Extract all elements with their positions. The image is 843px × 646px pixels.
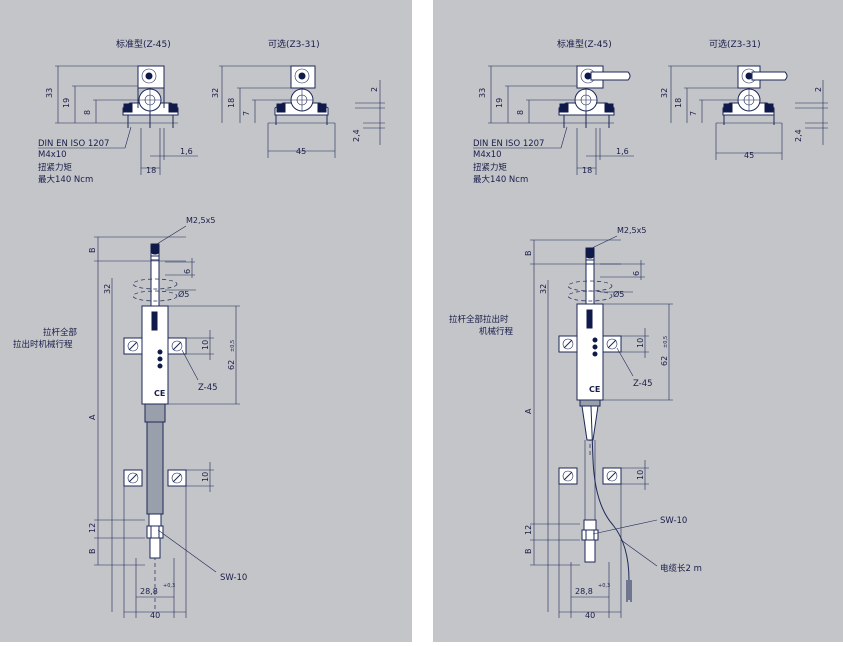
screw-label: M4x10 xyxy=(473,150,502,160)
title-optional: 可选(Z3-31) xyxy=(709,38,761,50)
dim-32-label: 32 xyxy=(660,88,669,98)
dim-62-label: 62 xyxy=(227,360,236,370)
torque-label: 扭紧力矩 xyxy=(38,162,73,173)
dia-5-label: Ø5 xyxy=(613,289,624,299)
dim-18-label: 18 xyxy=(146,166,156,175)
dim-45-label: 45 xyxy=(744,151,754,160)
dim-10b-label: 10 xyxy=(201,472,210,482)
clamp-label: Z-45 xyxy=(633,379,653,389)
dim-16-label: 1,6 xyxy=(180,147,193,156)
dim-8-label: 8 xyxy=(83,110,92,115)
clamp-label: Z-45 xyxy=(198,383,218,393)
dim-40-label: 40 xyxy=(150,611,160,620)
dia-5-label: Ø5 xyxy=(178,289,189,299)
din-standard-label: DIN EN ISO 1207 xyxy=(38,139,109,149)
pull-label-2: 拉出时机械行程 xyxy=(13,339,73,350)
dim-18b-label: 18 xyxy=(227,98,236,108)
dim-24-label: 2,4 xyxy=(794,129,803,142)
din-standard-label: DIN EN ISO 1207 xyxy=(473,139,544,149)
dim-12-label: 12 xyxy=(524,525,533,535)
dim-6-label: 6 xyxy=(183,269,192,274)
dim-2-label: 2 xyxy=(370,87,379,92)
dim-6-label: 6 xyxy=(632,271,641,276)
dim-a-label: A xyxy=(88,414,97,420)
svg-text:CE: CE xyxy=(154,389,165,398)
dim-19-label: 19 xyxy=(495,98,504,108)
pull-label-2: 机械行程 xyxy=(479,326,514,337)
tol-62-label: ±0,5 xyxy=(663,336,669,348)
right-drawing-panel: 标准型(Z-45) 可选(Z3-31) 33 19 8 18 1,6 xyxy=(433,0,843,642)
dim-19-label: 19 xyxy=(62,98,71,108)
standard-clamp-view: 33 19 8 18 1,6 DIN EN ISO 1207 M4x10 扭紧力… xyxy=(473,65,634,185)
dim-18-label: 18 xyxy=(582,166,592,175)
tol-288-label: +0,3 xyxy=(598,583,610,589)
dim-b-bottom-label: B xyxy=(88,549,97,555)
wrench-label: SW-10 xyxy=(660,516,687,526)
dim-288-label: 28,8 xyxy=(575,587,593,596)
dim-24-label: 2,4 xyxy=(352,129,361,142)
right-drawing-svg: 标准型(Z-45) 可选(Z3-31) 33 19 8 18 1,6 xyxy=(449,38,828,620)
dim-288-label: 28,8 xyxy=(140,587,158,596)
tol-62-label: ±0,5 xyxy=(230,340,236,352)
dim-8-label: 8 xyxy=(516,110,525,115)
cable-length-label: 电缆长2 m xyxy=(660,563,702,574)
dim-a-label: A xyxy=(524,408,533,414)
dim-32-label: 32 xyxy=(211,88,220,98)
thread-label: M2,5x5 xyxy=(186,216,215,225)
dim-10a-label: 10 xyxy=(201,340,210,350)
pull-label-1: 拉杆全部拉出时 xyxy=(449,314,509,325)
screw-label: M4x10 xyxy=(38,150,67,160)
torque-max-label: 最大140 Ncm xyxy=(473,174,528,185)
dim-7-label: 7 xyxy=(689,111,698,116)
left-drawing-svg: 标准型(Z-45) 可选(Z3-31) 33 19 8 xyxy=(13,38,385,620)
dim-b-bottom-label: B xyxy=(524,549,533,555)
tol-288-label: +0,3 xyxy=(163,583,175,589)
dim-32-side-label: 32 xyxy=(103,284,112,294)
dim-10a-label: 10 xyxy=(636,338,645,348)
dim-b-top-label: B xyxy=(524,251,533,257)
title-optional: 可选(Z3-31) xyxy=(268,38,320,50)
sensor-main-view: CE B A xyxy=(13,216,247,620)
dim-62-label: 62 xyxy=(660,356,669,366)
svg-text:CE: CE xyxy=(589,385,600,394)
dim-b-top-label: B xyxy=(88,248,97,254)
dim-40-label: 40 xyxy=(585,611,595,620)
dim-33-label: 33 xyxy=(45,88,54,98)
left-drawing-panel: 标准型(Z-45) 可选(Z3-31) 33 19 8 xyxy=(0,0,412,642)
dim-12-label: 12 xyxy=(88,523,97,533)
title-standard: 标准型(Z-45) xyxy=(557,38,612,50)
dim-45-label: 45 xyxy=(296,147,306,156)
torque-label: 扭紧力矩 xyxy=(473,162,508,173)
dim-32-side-label: 32 xyxy=(539,284,548,294)
torque-max-label: 最大140 Ncm xyxy=(38,174,93,185)
dim-10b-label: 10 xyxy=(636,470,645,480)
standard-clamp-view: 33 19 8 18 1,6 DIN EN ISO 1207 M4x10 扭紧力… xyxy=(38,65,198,185)
wrench-label: SW-10 xyxy=(220,573,247,583)
optional-clamp-view: 45 32 18 7 2 2,4 xyxy=(211,65,385,158)
dim-7-label: 7 xyxy=(242,111,251,116)
dim-2-label: 2 xyxy=(814,87,823,92)
optional-clamp-view: 45 32 18 7 2 2,4 xyxy=(660,65,828,160)
pull-label-1: 拉杆全部 xyxy=(43,327,78,338)
dim-18b-label: 18 xyxy=(674,98,683,108)
dim-16-label: 1,6 xyxy=(616,147,629,156)
title-standard: 标准型(Z-45) xyxy=(116,38,171,50)
dim-33-label: 33 xyxy=(478,88,487,98)
sensor-main-view: CE xyxy=(449,226,702,620)
thread-label: M2,5x5 xyxy=(617,226,646,235)
